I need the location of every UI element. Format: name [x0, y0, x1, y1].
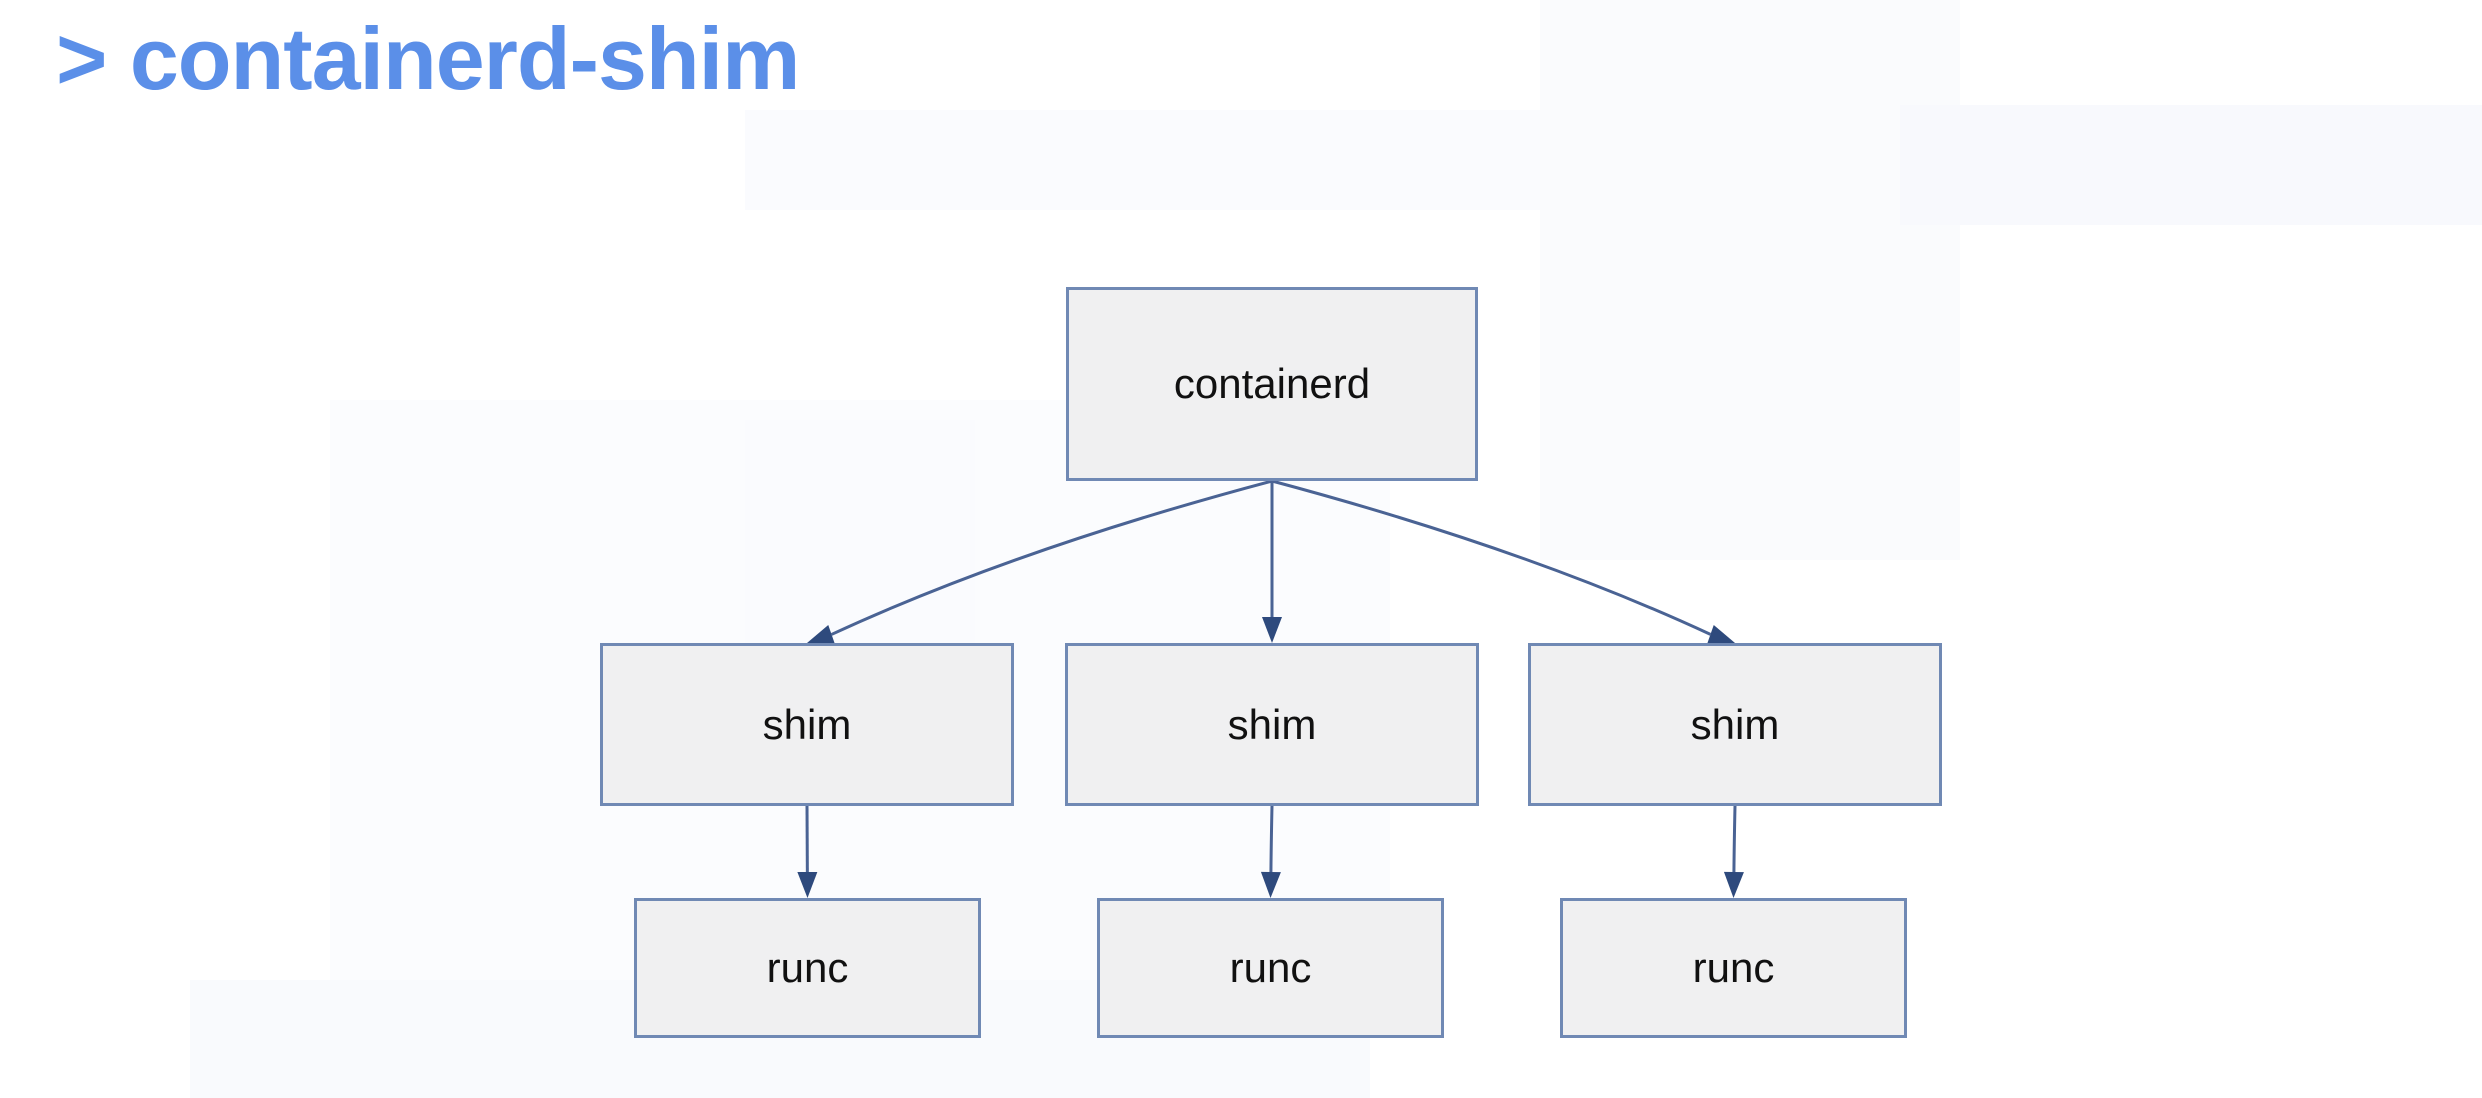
diagram-arrowhead-shim-right-to-runc-right — [1723, 871, 1744, 898]
diagram-node-runc-mid: runc — [1097, 898, 1444, 1038]
diagram-edge-containerd-to-shim-left — [830, 479, 1273, 636]
diagram-arrowhead-shim-mid-to-runc-mid — [1260, 871, 1281, 898]
diagram-arrowhead-containerd-to-shim-right — [1707, 624, 1735, 644]
diagram-arrowhead-containerd-to-shim-left — [807, 625, 835, 644]
diagram-edge-containerd-to-shim-right — [1271, 479, 1712, 636]
diagram-node-shim-mid: shim — [1065, 643, 1479, 806]
diagram-node-label: runc — [766, 944, 849, 991]
diagram-node-label: runc — [1229, 944, 1312, 991]
diagram-edge-shim-mid-to-runc-mid — [1269, 805, 1274, 873]
diagram-node-shim-right: shim — [1528, 643, 1942, 806]
diagram-node-label: containerd — [1173, 360, 1371, 407]
diagram-arrowhead-containerd-to-shim-mid — [1262, 617, 1282, 643]
diagram-edge-shim-right-to-runc-right — [1732, 805, 1737, 873]
diagram-node-runc-right: runc — [1560, 898, 1907, 1038]
diagram-node-shim-left: shim — [600, 643, 1014, 806]
diagram-node-label: shim — [1690, 700, 1780, 748]
slide-title: > containerd-shim — [56, 9, 800, 108]
diagram-node-containerd: containerd — [1066, 287, 1478, 481]
diagram-node-label: shim — [1227, 700, 1317, 748]
diagram-node-label: runc — [1692, 944, 1775, 991]
diagram-arrowhead-shim-left-to-runc-left — [797, 871, 818, 898]
diagram-node-label: shim — [762, 700, 852, 748]
diagram-node-runc-left: runc — [634, 898, 981, 1038]
